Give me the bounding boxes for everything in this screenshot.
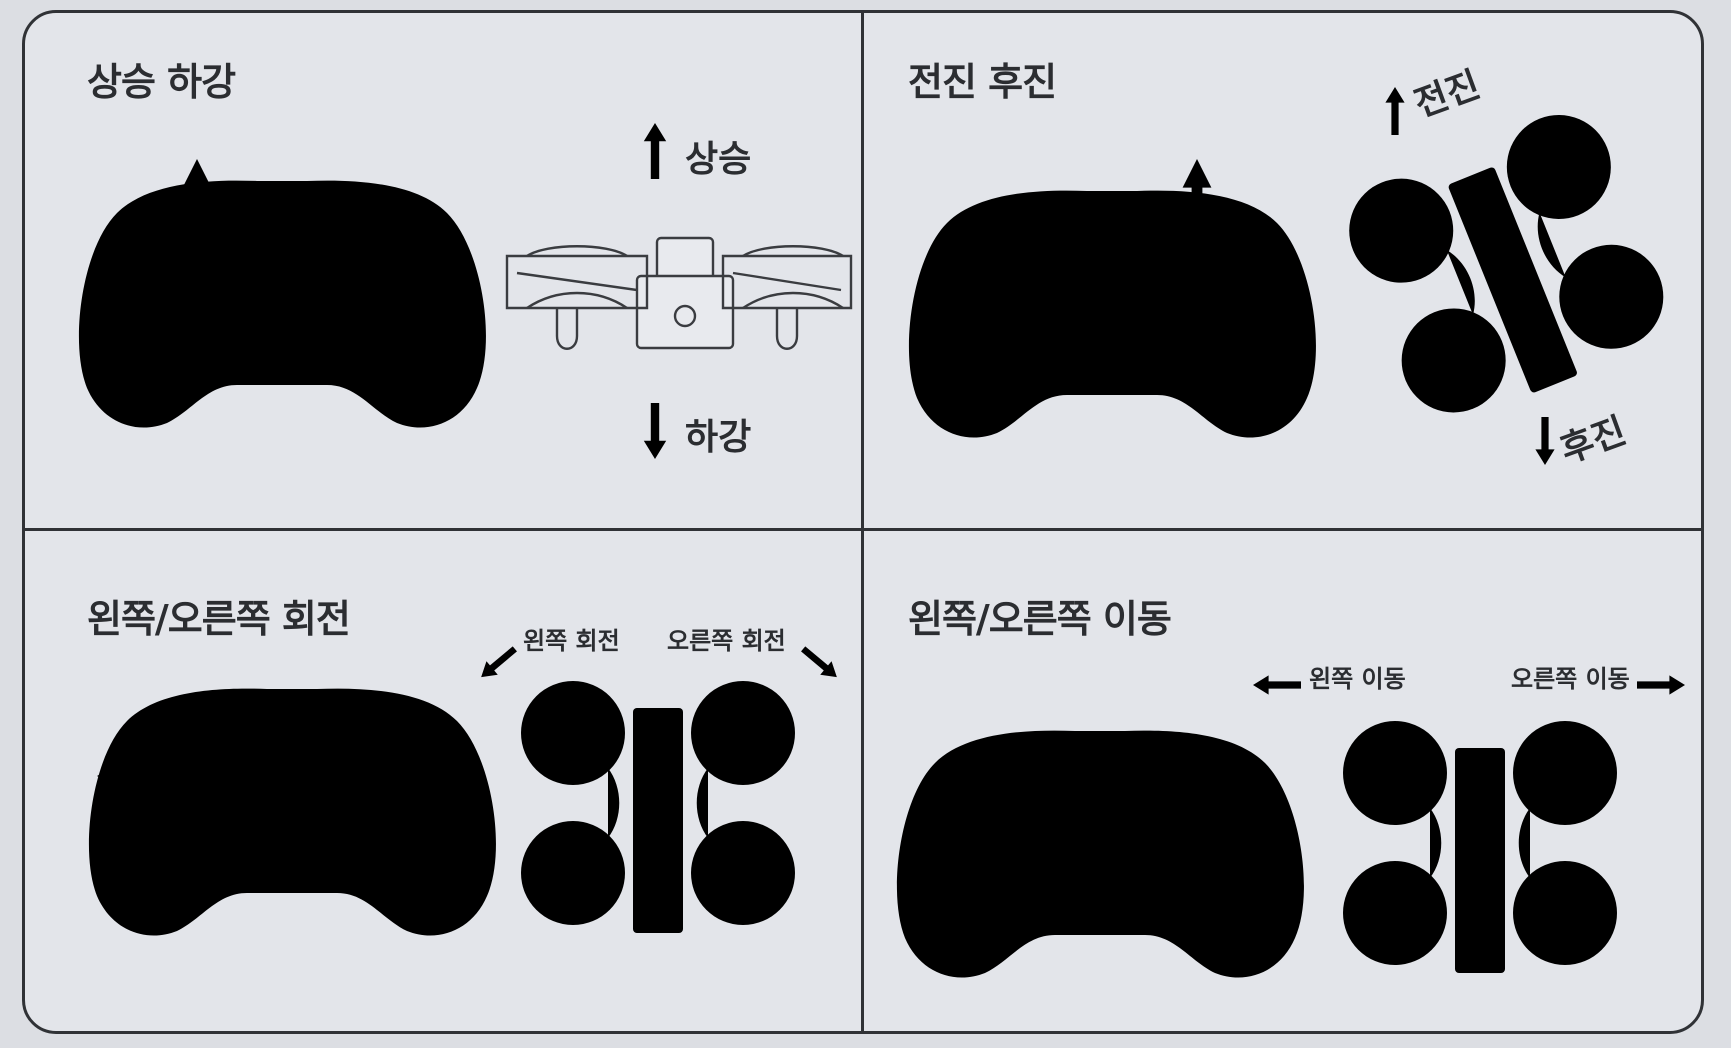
panel-title-roll: 왼쪽/오른쪽 이동 <box>908 597 1172 641</box>
label-down: 하강 <box>685 417 752 458</box>
move-left-arrow-icon <box>1253 675 1301 695</box>
drone-front-view <box>505 236 853 350</box>
controller-illustration <box>896 730 1304 978</box>
drone-top-view <box>503 663 813 963</box>
drone-top-view-tilted <box>1355 123 1665 423</box>
label-forward: 전진 <box>1409 64 1486 126</box>
move-right-arrow-icon <box>1637 675 1685 695</box>
label-move-right: 오른쪽 이동 <box>1511 665 1630 693</box>
panel-title-yaw: 왼쪽/오른쪽 회전 <box>87 597 351 641</box>
label-rotate-right: 오른쪽 회전 <box>667 627 786 655</box>
down-arrow-icon <box>643 403 667 459</box>
controller-illustration <box>88 688 496 936</box>
label-up: 상승 <box>685 139 752 180</box>
label-rotate-left: 왼쪽 회전 <box>523 627 620 655</box>
flight-controls-diagram: 상승 하강 상승 하강 전진 후진 <box>22 10 1704 1034</box>
controller-illustration <box>908 159 1316 438</box>
panel-title-altitude: 상승 하강 <box>87 60 236 104</box>
backward-arrow-icon <box>1535 417 1555 465</box>
vertical-divider <box>861 13 864 1031</box>
label-move-left: 왼쪽 이동 <box>1309 665 1406 693</box>
rotate-right-arrow-icon <box>797 642 843 684</box>
drone-top-view <box>1325 703 1635 1003</box>
controller-illustration <box>78 159 486 428</box>
up-arrow-icon <box>643 123 667 179</box>
forward-arrow-icon <box>1385 87 1405 135</box>
panel-title-pitch: 전진 후진 <box>908 60 1057 104</box>
horizontal-divider <box>25 528 1701 531</box>
